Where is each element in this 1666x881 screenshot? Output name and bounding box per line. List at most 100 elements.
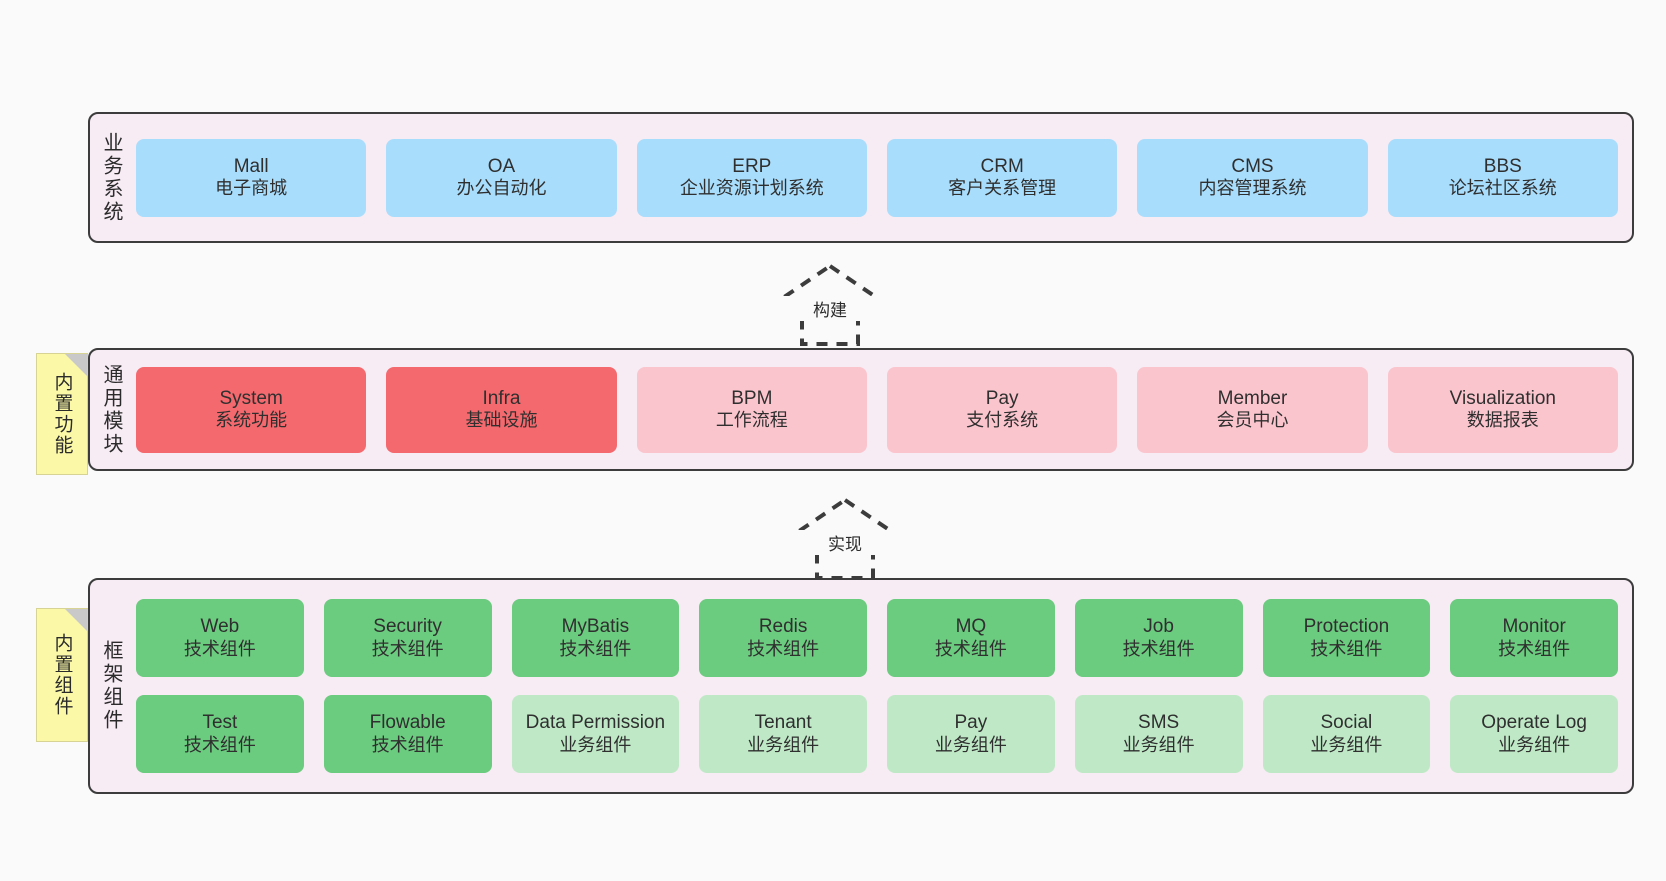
note-builtin-components: 内置组件 — [36, 608, 88, 742]
arrow-build: 构建 — [755, 258, 905, 348]
card-title-en: Flowable — [369, 712, 446, 734]
card-title-en: Infra — [482, 387, 521, 409]
card-title-en: CRM — [980, 155, 1024, 177]
card-title-cn: 技术组件 — [183, 734, 256, 755]
card-title-en: BPM — [731, 387, 773, 409]
card-title-en: Security — [373, 616, 442, 638]
card-title-cn: 技术组件 — [371, 734, 444, 755]
card-title-en: Protection — [1303, 616, 1390, 638]
card-title-cn: 业务组件 — [1122, 734, 1195, 755]
note-builtin-functions-label: 内置功能 — [51, 372, 73, 456]
card-title-cn: 电子商城 — [215, 178, 288, 199]
arrow-build-label: 构建 — [755, 296, 905, 321]
card-title-cn: 业务组件 — [1310, 734, 1383, 755]
card-title-cn: 技术组件 — [371, 638, 444, 659]
card-title-cn: 支付系统 — [966, 410, 1039, 431]
card-title-en: Visualization — [1449, 387, 1556, 409]
card-title-en: ERP — [732, 155, 772, 177]
card-title-cn: 技术组件 — [1310, 638, 1383, 659]
card-title-en: Test — [202, 712, 238, 734]
card-title-cn: 内容管理系统 — [1198, 178, 1307, 199]
card-title-cn: 客户关系管理 — [948, 178, 1057, 199]
card-title-cn: 技术组件 — [559, 638, 632, 659]
card-title-en: Redis — [758, 616, 808, 638]
card-title-en: MQ — [955, 616, 987, 638]
card-title-cn: 技术组件 — [934, 638, 1007, 659]
card-title-en: SMS — [1138, 712, 1180, 734]
card-title-cn: 技术组件 — [747, 638, 820, 659]
note-builtin-components-label: 内置组件 — [51, 633, 73, 717]
note-fold-corner — [65, 609, 87, 631]
card-title-en: Operate Log — [1481, 712, 1587, 734]
card-title-cn: 数据报表 — [1466, 410, 1539, 431]
card-title-en: Data Permission — [525, 712, 666, 734]
arrow-implement-label: 实现 — [770, 530, 920, 555]
card-title-en: Job — [1143, 616, 1174, 638]
note-builtin-functions: 内置功能 — [36, 353, 88, 475]
arrow-implement: 实现 — [770, 492, 920, 582]
card-title-cn: 技术组件 — [183, 638, 256, 659]
card-title-cn: 工作流程 — [715, 410, 788, 431]
card-title-en: MyBatis — [561, 616, 630, 638]
card-title-en: Pay — [985, 387, 1019, 409]
card-title-en: Social — [1320, 712, 1373, 734]
card-title-cn: 基础设施 — [465, 410, 538, 431]
card-title-cn: 技术组件 — [1498, 638, 1571, 659]
card-title-en: Monitor — [1502, 616, 1566, 638]
layer-module-title: 通用模块 — [100, 363, 122, 456]
layer-business-title: 业务系统 — [100, 131, 122, 224]
card-title-en: OA — [487, 155, 516, 177]
card-title-en: Member — [1217, 387, 1288, 409]
card-title-en: Tenant — [754, 712, 812, 734]
card-title-en: CMS — [1231, 155, 1274, 177]
card-title-cn: 业务组件 — [934, 734, 1007, 755]
card-title-en: Web — [200, 616, 240, 638]
card-title-cn: 技术组件 — [1122, 638, 1195, 659]
card-title-en: System — [219, 387, 283, 409]
note-fold-corner — [65, 354, 87, 376]
card-title-cn: 业务组件 — [559, 734, 632, 755]
card-title-cn: 企业资源计划系统 — [679, 178, 824, 199]
card-title-cn: 办公自动化 — [456, 178, 547, 199]
card-title-cn: 业务组件 — [1498, 734, 1571, 755]
card-title-cn: 系统功能 — [215, 410, 288, 431]
